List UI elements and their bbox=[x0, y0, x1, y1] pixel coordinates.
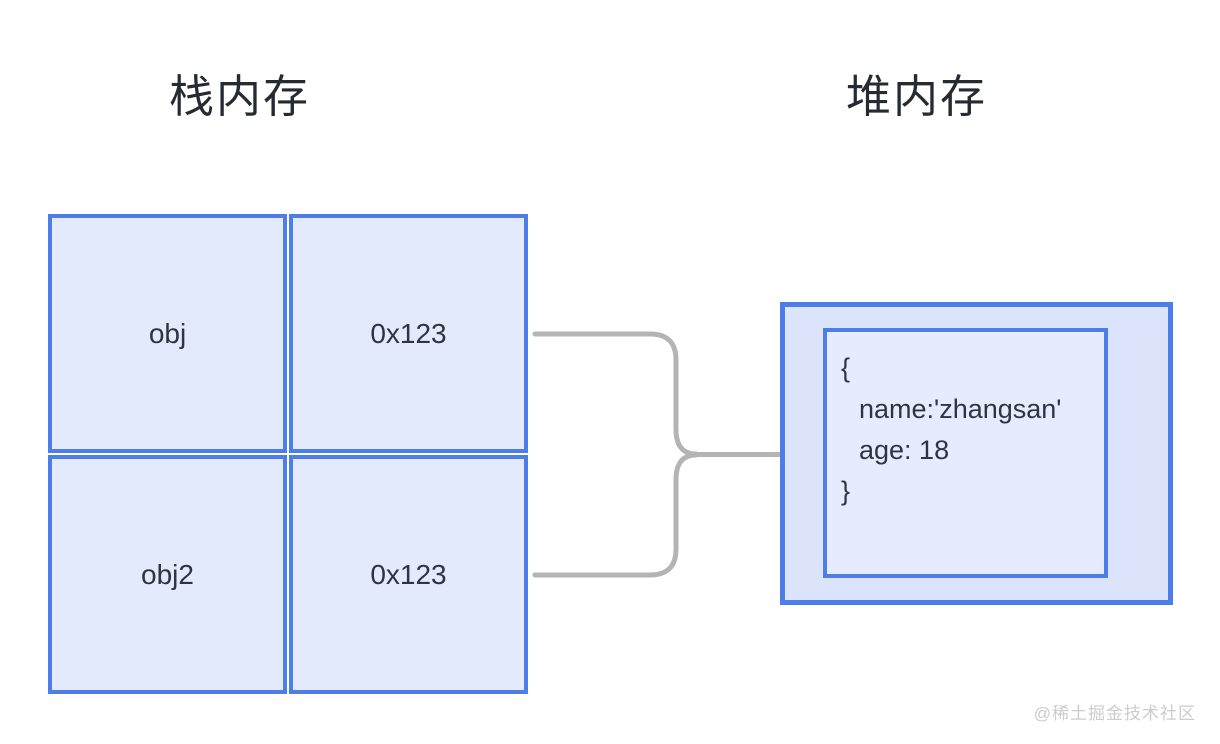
stack-cell-obj2-address: 0x123 bbox=[289, 455, 528, 694]
object-literal-close-brace: } bbox=[841, 476, 851, 506]
heap-memory-title: 堆内存 bbox=[846, 71, 988, 122]
obj2-address-label: 0x123 bbox=[370, 558, 447, 590]
stack-memory-table: obj 0x123 obj2 0x123 bbox=[48, 214, 528, 694]
stack-cell-obj-variable: obj bbox=[48, 214, 287, 453]
obj-address-label: 0x123 bbox=[370, 317, 447, 349]
stack-cell-obj2-variable: obj2 bbox=[48, 455, 287, 694]
obj-variable-label: obj bbox=[148, 317, 187, 349]
heap-object-box: { name:'zhangsan' age: 18 } bbox=[823, 328, 1108, 578]
arrow-from-obj bbox=[532, 331, 699, 457]
stack-memory-title: 栈内存 bbox=[169, 71, 311, 122]
object-property-name: name:'zhangsan' bbox=[859, 394, 1062, 424]
obj2-variable-label: obj2 bbox=[141, 558, 194, 590]
heap-memory-box: { name:'zhangsan' age: 18 } bbox=[780, 302, 1173, 605]
watermark: @稀土掘金技术社区 bbox=[1033, 704, 1196, 723]
arrow-from-obj2 bbox=[532, 452, 699, 578]
object-property-age: age: 18 bbox=[859, 435, 950, 465]
stack-cell-obj-address: 0x123 bbox=[289, 214, 528, 453]
object-literal-open-brace: { bbox=[841, 353, 851, 383]
